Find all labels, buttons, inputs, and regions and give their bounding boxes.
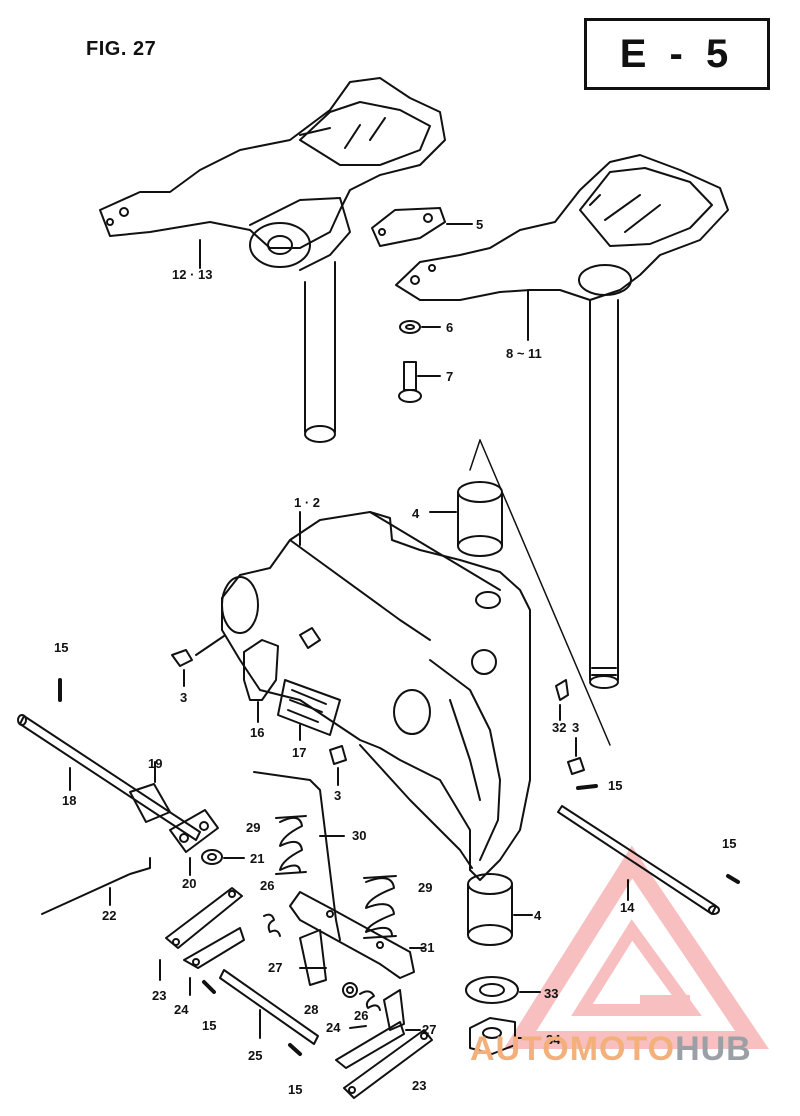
callout-6: 6 [446, 320, 453, 335]
shaft-18 [17, 714, 201, 841]
collar-28 [342, 982, 358, 998]
grease-nipple-3a [171, 635, 225, 687]
callout-27a: 27 [268, 960, 282, 975]
steering-bracket-right [395, 154, 729, 689]
plate-31 [289, 891, 425, 979]
callout-26b: 26 [354, 1008, 368, 1023]
page-code: E - 5 [619, 31, 735, 76]
figure-label: FIG. 27 [86, 38, 157, 60]
callout-5: 5 [476, 217, 483, 232]
bushing-4-top [429, 481, 503, 557]
spring-27-left [299, 929, 327, 986]
callout-15d: 15 [202, 1018, 216, 1033]
callout-27b: 27 [422, 1022, 436, 1037]
callout-18: 18 [62, 793, 76, 808]
callout-labels: 1 · 2 3 3 3 4 4 5 6 7 8 ~ 11 12 · 13 14 … [54, 217, 736, 1097]
rod-22 [41, 857, 151, 915]
lever-23-upper [159, 887, 243, 981]
lever-24-upper [183, 927, 245, 996]
collar-19 [129, 761, 171, 823]
washer-21 [201, 849, 245, 865]
callout-14: 14 [620, 900, 635, 915]
steering-bracket-left [99, 77, 446, 443]
pin-15-bottom [288, 1043, 302, 1056]
lever-23-lower [343, 1029, 433, 1099]
callout-4a: 4 [412, 506, 420, 521]
callout-20: 20 [182, 876, 196, 891]
pin-15-right [576, 784, 598, 790]
spring-26-right [359, 990, 381, 1011]
callout-29a: 29 [246, 820, 260, 835]
washer-6 [399, 320, 441, 334]
callout-22: 22 [102, 908, 116, 923]
watermark-part-1: AUTOMOTO [470, 1030, 676, 1068]
watermark-logo-triangle [503, 845, 769, 1049]
bolt-7 [398, 361, 441, 403]
callout-7: 7 [446, 369, 453, 384]
callout-16: 16 [250, 725, 264, 740]
callout-31: 31 [420, 940, 434, 955]
callout-29b: 29 [418, 880, 432, 895]
bushing-4-bottom [467, 873, 533, 946]
callout-3b: 3 [334, 788, 341, 803]
callout-1-2: 1 · 2 [294, 495, 320, 510]
callout-3c: 3 [572, 720, 579, 735]
callout-28: 28 [304, 1002, 318, 1017]
page-code-box: E - 5 [584, 18, 770, 90]
grease-nipple-3b [329, 745, 347, 786]
washer-33 [465, 976, 541, 1004]
callout-12-13: 12 · 13 [172, 267, 212, 282]
callout-4b: 4 [534, 908, 542, 923]
callout-3a: 3 [180, 690, 187, 705]
callout-30: 30 [352, 828, 366, 843]
callout-15e: 15 [288, 1082, 302, 1097]
watermark-text: AUTOMOTOHUB [470, 1030, 752, 1069]
callout-15a: 15 [54, 640, 68, 655]
nut-34 [469, 1017, 541, 1055]
grease-nipple-3c [567, 737, 585, 775]
pin-15-bottom-left [202, 980, 216, 994]
callout-15b: 15 [608, 778, 622, 793]
swivel-bracket-1-2 [221, 511, 531, 881]
pin-15-far-right [726, 874, 740, 884]
callout-23b: 23 [412, 1078, 426, 1093]
cover-16 [243, 639, 279, 723]
callout-24b: 24 [326, 1020, 341, 1035]
spring-26-left [263, 913, 281, 937]
callout-32: 32 [552, 720, 566, 735]
bracket-20 [169, 809, 219, 876]
callout-21: 21 [250, 851, 264, 866]
callout-19: 19 [148, 756, 162, 771]
callout-23a: 23 [152, 988, 166, 1003]
callout-26a: 26 [260, 878, 274, 893]
rod-30 [253, 771, 345, 941]
part-5-plate [371, 207, 473, 247]
callout-34: 34 [546, 1032, 561, 1047]
callout-8-11: 8 ~ 11 [506, 346, 542, 361]
callout-33: 33 [544, 986, 558, 1001]
callout-15c: 15 [722, 836, 736, 851]
watermark-part-2: HUB [675, 1030, 752, 1068]
callout-25: 25 [248, 1048, 262, 1063]
tilt-rod-14 [557, 805, 720, 915]
callout-17: 17 [292, 745, 306, 760]
label-plate-17 [277, 627, 341, 741]
spring-27-right [383, 989, 421, 1031]
spring-29-left [275, 815, 307, 875]
clip-32 [555, 679, 569, 721]
callout-24a: 24 [174, 1002, 189, 1017]
lever-24-lower [335, 1021, 405, 1069]
shaft-25 [219, 969, 319, 1045]
